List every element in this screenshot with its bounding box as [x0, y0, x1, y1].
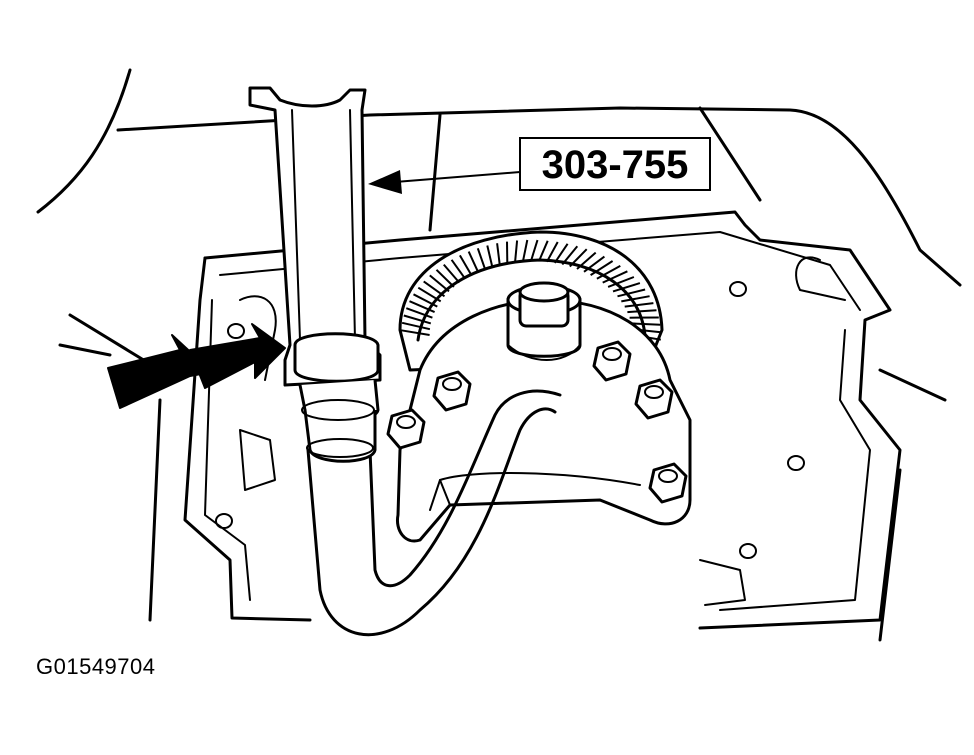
bolt: [648, 462, 688, 504]
gear-tooth: [450, 259, 466, 280]
seal-installer-tool: [248, 86, 382, 463]
differential-tube: [306, 389, 562, 637]
gear-tooth: [459, 254, 473, 276]
gear-tooth: [612, 282, 641, 293]
gear-tooth: [624, 302, 654, 308]
gear-tooth: [627, 309, 657, 314]
gear-tooth: [607, 276, 635, 288]
bolts: [386, 340, 688, 504]
gear-tooth: [538, 240, 549, 262]
bolt: [432, 370, 472, 412]
gear-tooth: [403, 314, 432, 325]
gear-tooth: [530, 239, 539, 262]
callout-box: [519, 137, 711, 191]
bolt: [592, 340, 632, 382]
gear-tooth: [409, 300, 435, 314]
gear-tooth: [590, 260, 614, 276]
leader-line: [394, 171, 521, 183]
gear-tooth: [401, 329, 430, 336]
gear-tooth: [596, 265, 621, 280]
gear-tooth: [443, 263, 461, 284]
gear-tooth: [467, 251, 479, 273]
bolt: [634, 378, 674, 420]
gear-tooth: [514, 240, 519, 262]
housing-outline: [36, 68, 962, 642]
gear-teeth: [401, 239, 662, 341]
gear-tooth: [401, 321, 431, 331]
bolt: [386, 408, 426, 450]
gear-tooth: [476, 247, 486, 270]
gear-tooth: [621, 295, 650, 303]
gear-tooth: [546, 241, 559, 263]
gear-tooth: [435, 269, 455, 288]
gear-tooth: [553, 243, 569, 264]
gear-tooth: [617, 288, 646, 298]
figure-id: G01549704: [36, 654, 156, 679]
gear-tooth: [496, 243, 501, 265]
gear-tooth: [602, 270, 628, 284]
tool-number-label: 303-755: [542, 143, 689, 187]
arrow-icon: [189, 323, 286, 389]
indicator-arrows: [107, 323, 286, 409]
gear-tooth: [631, 322, 661, 326]
leader-arrowhead-icon: [368, 170, 402, 194]
gear-tooth: [405, 307, 433, 319]
gear-tooth: [486, 245, 494, 267]
tool-callout: 303-755: [368, 137, 711, 194]
gear-tooth: [522, 239, 529, 262]
